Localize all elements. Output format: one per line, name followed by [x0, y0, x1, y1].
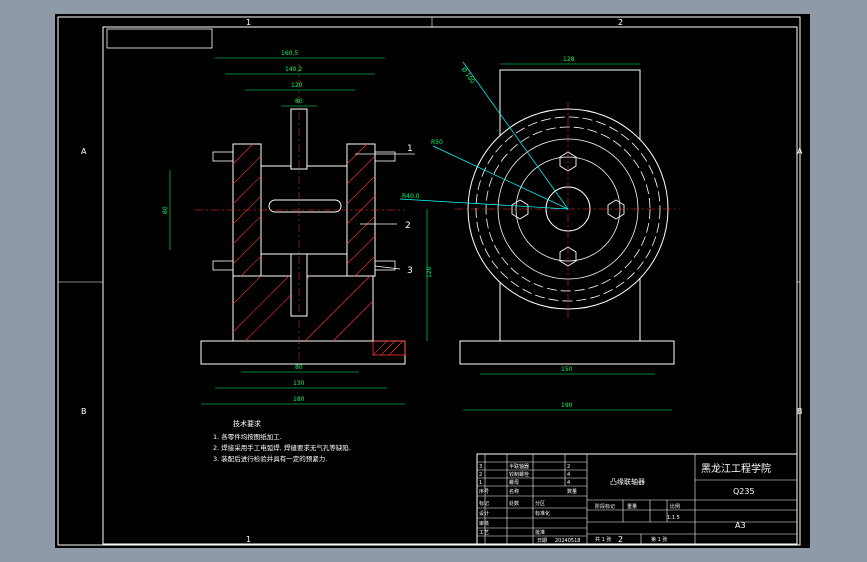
tb-label-design: 设计	[479, 510, 489, 517]
parts-row-1-qty: 2	[567, 464, 570, 470]
title-block: 3 半联轴器 2 2 铰制螺栓 4 1 螺母 4 序号 名称 数量 标记 处数 …	[476, 453, 798, 545]
part-number-1: 1	[407, 144, 413, 154]
drawing-svg: 1 2 1 2 A B A B	[57, 16, 803, 546]
dim-side-bottom-2: 190	[561, 402, 573, 409]
zone-col-1-bottom: 1	[246, 535, 251, 544]
tb-scale: 1:1.5	[667, 515, 680, 521]
tb-school: 黑龙江工程学院	[701, 462, 771, 475]
parts-header-no: 序号	[479, 488, 489, 495]
bolt-bottom-left	[212, 260, 234, 271]
dim-front-top-3: 120	[291, 82, 303, 89]
parts-row-3-no: 1	[479, 480, 482, 486]
tb-date: 20240518	[555, 538, 580, 544]
tb-label-weight: 重量	[627, 503, 637, 510]
tb-label-date: 日期	[537, 538, 547, 544]
side-leaders	[399, 61, 569, 210]
tb-label-zone: 分区	[535, 500, 545, 507]
outer-border	[57, 16, 801, 546]
section-hatch	[232, 143, 376, 342]
nut-left	[511, 199, 529, 220]
dim-side-r1: R50	[431, 139, 443, 146]
parts-row-3-qty: 4	[567, 480, 570, 486]
dim-side-r2: R40.0	[402, 193, 420, 200]
zone-row-a-right: A	[797, 147, 803, 156]
front-section-view: 160.5 140.2 120 80 80 80 130 180 1 2 3	[162, 50, 415, 405]
notes-line-1: 1. 各零件均按图纸加工.	[213, 432, 282, 441]
dim-front-bottom-1: 80	[295, 364, 303, 371]
zone-row-a-left: A	[81, 147, 87, 156]
dim-front-top-4: 80	[295, 98, 303, 105]
tb-total-sheets: 共 1 张	[595, 536, 611, 543]
parts-row-2-no: 2	[479, 472, 482, 478]
zone-col-2-bottom: 2	[618, 535, 623, 544]
tb-label-ratio: 比例	[670, 503, 680, 510]
dim-side-height: 120	[426, 266, 433, 278]
notes-heading: 技术要求	[233, 419, 261, 428]
corner-box	[106, 28, 213, 49]
parts-row-1-no: 3	[479, 464, 482, 470]
dim-front-left: 80	[162, 206, 169, 214]
inner-border	[102, 26, 798, 545]
front-base-plate	[200, 340, 406, 365]
part-number-2: 2	[405, 221, 411, 231]
bolt-top-right	[374, 151, 396, 162]
side-base-plate	[459, 340, 675, 365]
dim-front-top-2: 140.2	[285, 66, 302, 73]
part-number-3: 3	[407, 266, 413, 276]
tb-sheet-no: 第 1 张	[651, 536, 667, 543]
keyway-slot	[268, 199, 342, 213]
tb-label-process: 工艺	[479, 530, 489, 536]
front-dim-lines	[169, 57, 405, 405]
dim-side-diameter: Ø 100	[460, 66, 476, 85]
bolt-bottom-right	[374, 260, 396, 271]
parts-header-name: 名称	[509, 488, 519, 495]
dim-front-bottom-2: 130	[293, 380, 305, 387]
dim-front-bottom-3: 180	[293, 396, 305, 403]
tb-label-review: 审核	[479, 520, 489, 527]
zone-col-2-top: 2	[618, 18, 623, 27]
dim-side-bottom-1: 150	[561, 366, 573, 373]
nut-right	[607, 199, 625, 220]
tb-sheet-size: A3	[735, 521, 746, 530]
zone-col-1-top: 1	[246, 18, 251, 27]
parts-row-2-name: 铰制螺栓	[509, 471, 529, 478]
side-view: Ø 100 R50 R40.0 128 150 190 120	[399, 56, 680, 411]
parts-row-1-name: 半联轴器	[509, 463, 529, 470]
dim-side-top: 128	[563, 56, 575, 63]
tb-label-count: 处数	[509, 500, 519, 507]
tb-material: Q235	[733, 487, 755, 496]
zone-row-b-left: B	[81, 407, 87, 416]
part-leaders	[355, 153, 415, 270]
zone-row-b-right: B	[797, 407, 803, 416]
notes-line-3: 3. 装配后进行检验并具有一定的预紧力.	[213, 454, 327, 463]
tb-label-approve: 批准	[535, 529, 545, 536]
dim-front-top-1: 160.5	[281, 50, 298, 57]
tb-label-standard: 标准化	[535, 510, 550, 517]
parts-row-3-name: 螺母	[509, 479, 519, 486]
tb-drawing-name: 凸缘联轴器	[610, 477, 645, 486]
tb-label-stage: 阶段标记	[595, 503, 615, 510]
side-dim-lines	[426, 63, 672, 411]
parts-header-qty: 数量	[567, 488, 577, 495]
technical-notes: 技术要求 1. 各零件均按图纸加工. 2. 焊接采用手工电弧焊, 焊缝要求无气孔…	[213, 419, 351, 463]
front-base-hatch	[372, 340, 406, 356]
drawing-canvas: 1 2 1 2 A B A B	[55, 14, 810, 548]
parts-row-2-qty: 4	[567, 472, 570, 478]
tb-label-mark: 标记	[479, 500, 489, 507]
front-base-hatch-lines	[372, 340, 404, 356]
bolt-top-left	[212, 151, 234, 162]
notes-line-2: 2. 焊接采用手工电弧焊, 焊缝要求无气孔等缺陷.	[213, 443, 351, 452]
